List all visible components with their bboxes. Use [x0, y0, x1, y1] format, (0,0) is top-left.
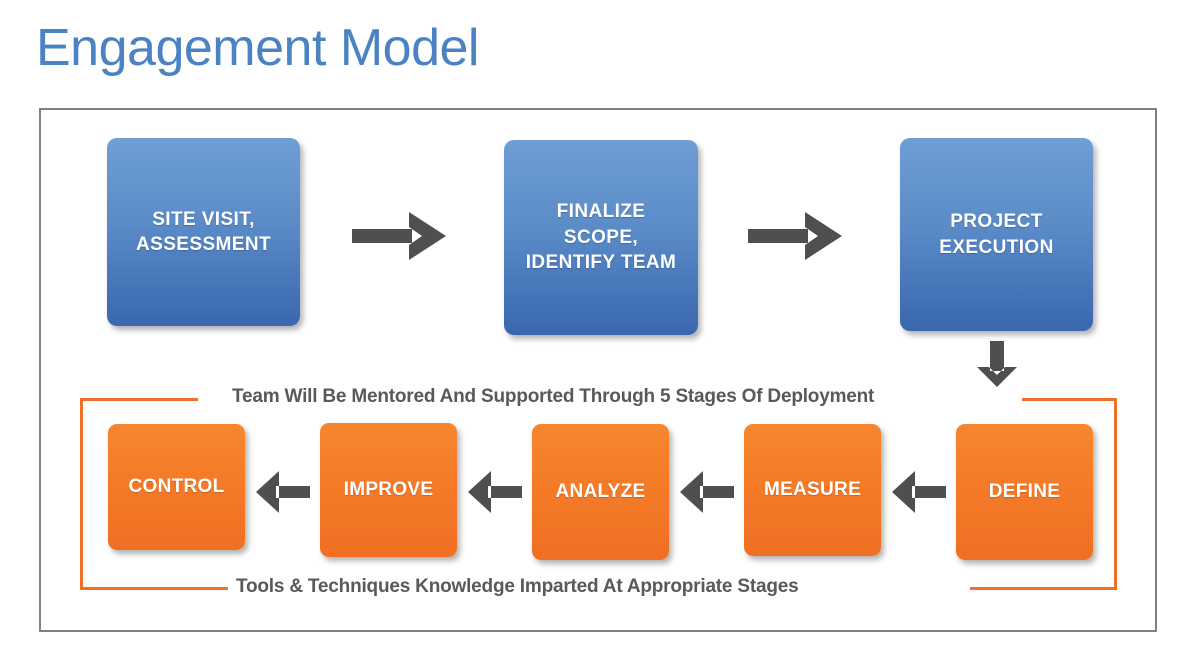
- bracket-top-left-segment: [80, 398, 198, 401]
- phase-line: SITE VISIT,: [152, 208, 255, 230]
- stage-box-label: CONTROL: [128, 475, 225, 497]
- phase-line: PROJECT: [950, 211, 1043, 233]
- arrow-right-icon-site-to-finalize: [352, 212, 446, 260]
- arrow-left-icon-improve-to-control: [256, 471, 310, 513]
- phase-line: EXECUTION: [939, 236, 1054, 258]
- stage-box-analyze[interactable]: ANALYZE: [532, 424, 669, 560]
- phase-box-label: PROJECT EXECUTION: [939, 209, 1053, 260]
- phase-box-label: SITE VISIT, ASSESSMENT: [136, 207, 271, 258]
- stage-box-improve[interactable]: IMPROVE: [320, 423, 457, 557]
- arrow-down-icon-project-to-define: [977, 341, 1017, 387]
- bracket-left-edge: [80, 398, 83, 590]
- stage-box-control[interactable]: CONTROL: [108, 424, 245, 550]
- phase-line: ASSESSMENT: [136, 234, 271, 255]
- arrow-left-icon-measure-to-analyze: [680, 471, 734, 513]
- caption-mentoring: Team Will Be Mentored And Supported Thro…: [232, 386, 875, 407]
- phase-box-finalize-scope[interactable]: FINALIZE SCOPE, IDENTIFY TEAM: [504, 140, 698, 335]
- bracket-bottom-right-segment: [970, 587, 1117, 590]
- phase-box-site-visit[interactable]: SITE VISIT, ASSESSMENT: [107, 138, 300, 326]
- stage-box-label: MEASURE: [763, 478, 862, 500]
- arrow-left-icon-define-to-measure: [892, 471, 946, 513]
- page-title: Engagement Model: [36, 19, 479, 77]
- caption-tools-techniques: Tools & Techniques Knowledge Imparted At…: [236, 576, 799, 597]
- phase-box-project-execution[interactable]: PROJECT EXECUTION: [900, 138, 1093, 331]
- stage-box-label: ANALYZE: [555, 480, 646, 502]
- diagram-frame: [39, 108, 1157, 632]
- bracket-right-edge: [1114, 398, 1117, 590]
- phase-line: FINALIZE: [556, 201, 646, 223]
- bracket-bottom-left-segment: [80, 587, 228, 590]
- stage-box-measure[interactable]: MEASURE: [744, 424, 881, 556]
- stage-box-label: IMPROVE: [343, 478, 434, 500]
- stage-box-label: DEFINE: [988, 480, 1061, 502]
- phase-box-label: FINALIZE SCOPE, IDENTIFY TEAM: [526, 199, 677, 275]
- stage-box-define[interactable]: DEFINE: [956, 424, 1093, 560]
- phase-line: IDENTIFY TEAM: [525, 252, 677, 274]
- phase-line: SCOPE,: [563, 226, 639, 248]
- bracket-top-right-segment: [1022, 398, 1117, 401]
- arrow-left-icon-analyze-to-improve: [468, 471, 522, 513]
- arrow-right-icon-finalize-to-project: [748, 212, 842, 260]
